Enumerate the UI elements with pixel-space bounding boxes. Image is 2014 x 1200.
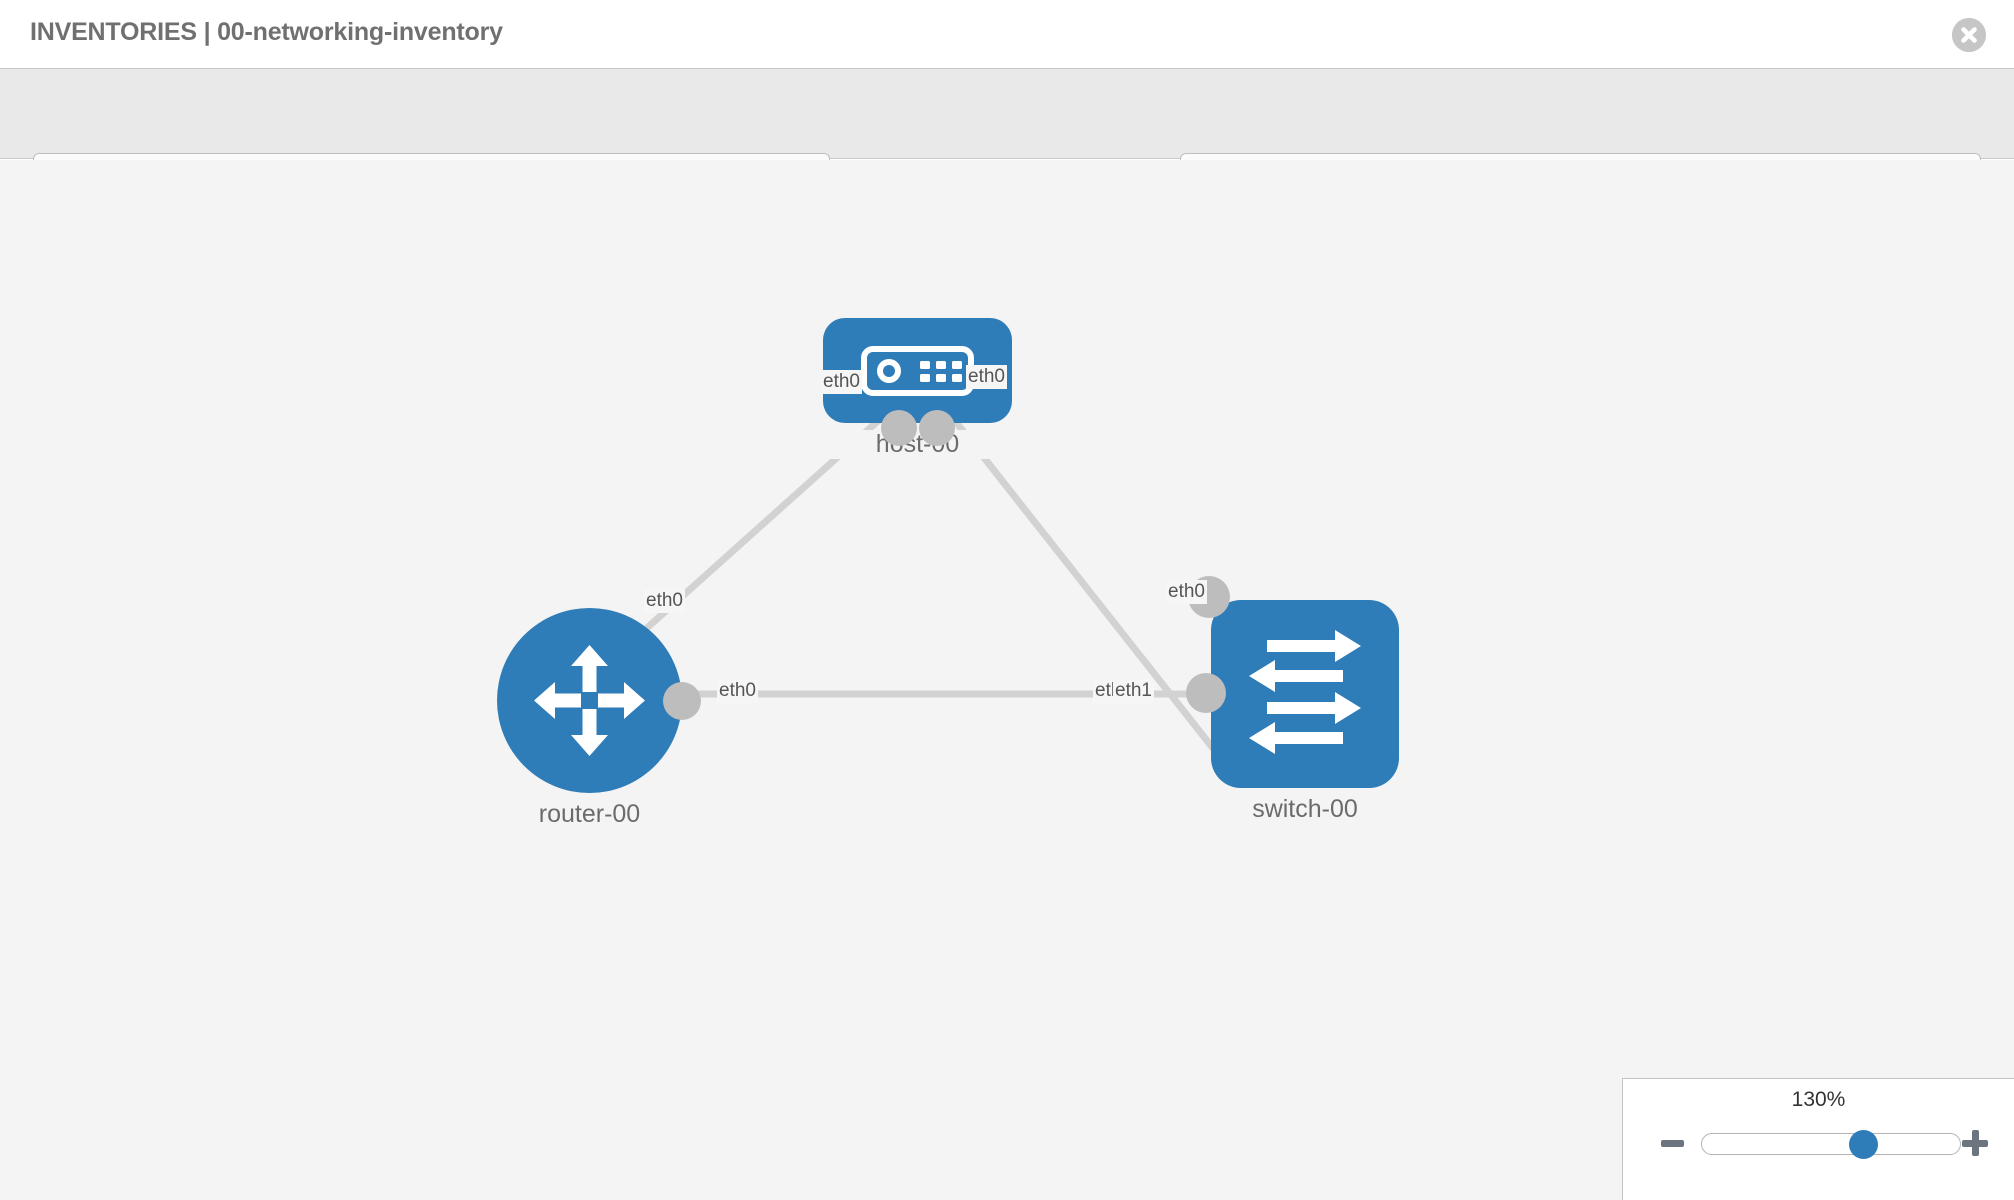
port-label-switch-left: eth1 (1113, 679, 1154, 703)
node-label-router-00: router-00 (464, 800, 715, 829)
node-router-00[interactable]: router-00 (464, 608, 715, 829)
server-icon (861, 346, 974, 396)
zoom-out-button[interactable] (1661, 1140, 1684, 1147)
node-label-host-00: host-00 (800, 430, 1035, 459)
port-knob-host-right[interactable] (919, 410, 955, 446)
node-label-switch-00: switch-00 (1181, 795, 1429, 824)
switch-node-shape (1211, 600, 1399, 788)
port-label-host-right: eth0 (966, 365, 1007, 389)
port-label-switch-up: eth0 (1166, 580, 1207, 604)
port-label-router-up: eth0 (644, 589, 685, 613)
port-knob-host-left[interactable] (881, 410, 917, 446)
topology-links (597, 409, 1241, 783)
link-host-switch (945, 409, 1241, 783)
page-title: INVENTORIES | 00-networking-inventory (30, 18, 503, 46)
zoom-slider[interactable] (1701, 1130, 1961, 1159)
node-switch-00[interactable]: switch-00 (1181, 576, 1429, 824)
port-label-router-right: eth0 (717, 679, 758, 703)
zoom-level-value: 130% (1791, 1088, 1846, 1111)
zoom-slider-row (1623, 1127, 2014, 1167)
port-knob-router-right[interactable] (663, 682, 701, 720)
router-node-shape (497, 608, 682, 793)
router-arrows-icon (534, 645, 645, 756)
page-header: INVENTORIES | 00-networking-inventory (0, 0, 2014, 69)
zoom-slider-thumb[interactable] (1849, 1130, 1878, 1159)
zoom-control-panel: 130% (1622, 1078, 2014, 1200)
close-icon[interactable] (1952, 18, 1986, 52)
switch-arrows-icon (1249, 630, 1361, 754)
toolbar: ACTIONS SEARCH (0, 69, 2014, 201)
topology-canvas[interactable]: host-00 router-00 (0, 160, 2014, 1200)
port-label-host-left: eth0 (821, 370, 862, 394)
zoom-in-button[interactable] (1962, 1130, 1988, 1156)
port-knob-switch-left[interactable] (1186, 673, 1226, 713)
